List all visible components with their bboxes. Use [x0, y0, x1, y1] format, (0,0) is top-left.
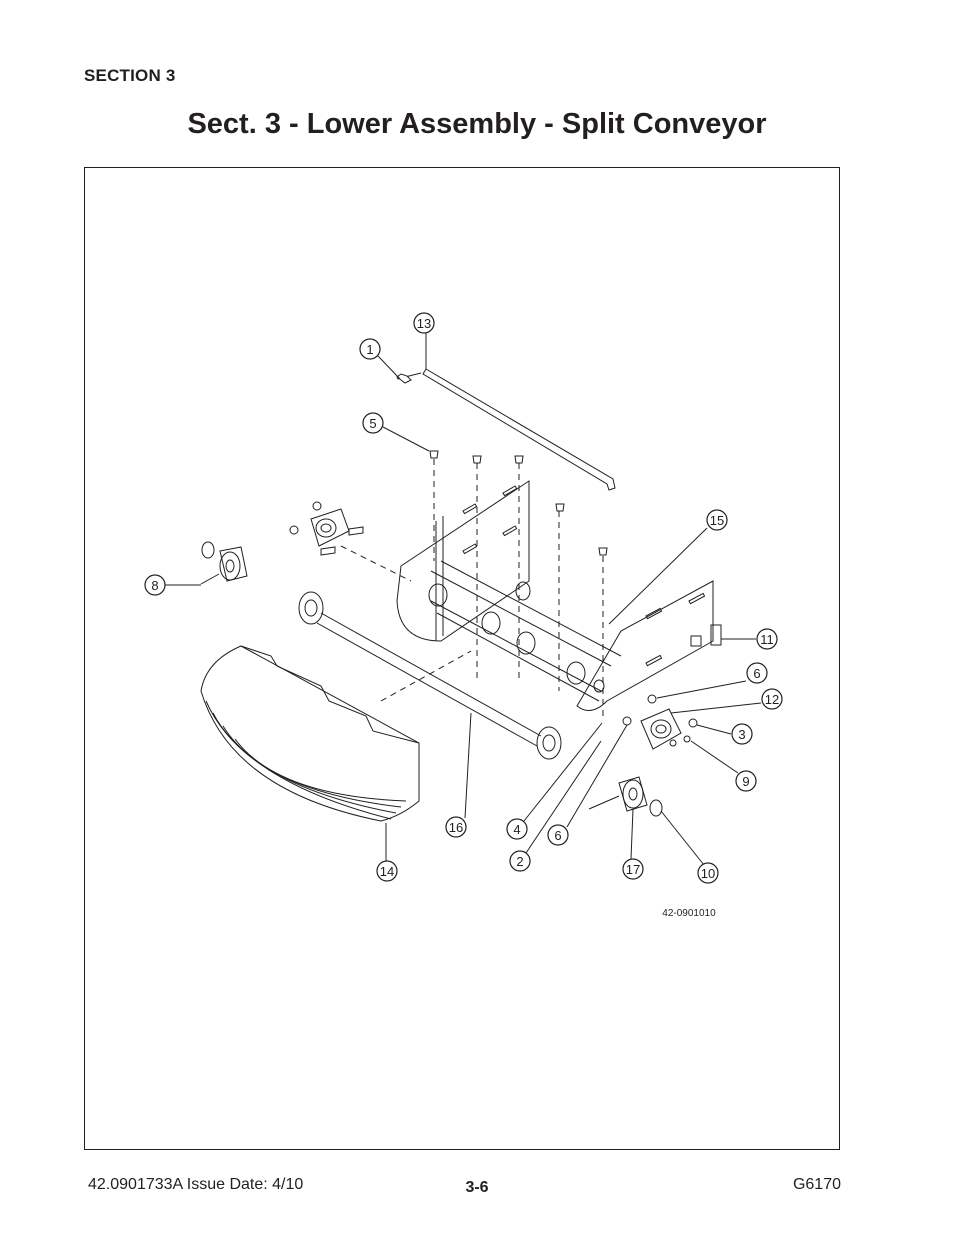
callout-leaders	[165, 332, 762, 866]
callout-2	[509, 850, 531, 872]
callout-label: 16	[449, 820, 463, 835]
callout-label: 3	[738, 727, 745, 742]
callout-6b	[547, 824, 569, 846]
callout-4	[506, 818, 528, 840]
frame-cross-members	[428, 560, 622, 702]
callout-5	[362, 412, 384, 434]
callout-label: 4	[513, 822, 520, 837]
callout-15	[706, 509, 728, 531]
callout-3	[731, 723, 753, 745]
callout-6a	[746, 662, 768, 684]
callout-11	[756, 628, 778, 650]
callout-label: 5	[369, 416, 376, 431]
callout-13	[413, 312, 435, 334]
callout-1	[359, 338, 381, 360]
right-side-plate	[576, 580, 722, 711]
left-idler-roller	[200, 541, 248, 585]
callout-9	[735, 770, 757, 792]
section-label: SECTION 3	[84, 66, 176, 85]
callout-labels: 1 2 3 4 5 6 6 8 9 10 11 12 13 14 15 16 1…	[151, 316, 779, 919]
callout-label: 11	[760, 632, 774, 647]
callout-label: 17	[626, 862, 640, 877]
right-flange-bearing	[622, 694, 698, 750]
callout-label: 9	[742, 774, 749, 789]
belt-guard	[200, 645, 420, 822]
drawing-number: 42-0901010	[662, 908, 716, 919]
callout-label: 6	[554, 828, 561, 843]
exploded-view-drawing: 1 2 3 4 5 6 6 8 9 10 11 12 13 14 15 16 1…	[144, 312, 783, 919]
callout-label: 2	[516, 854, 523, 869]
callout-17	[622, 858, 644, 880]
callout-label: 13	[417, 316, 431, 331]
bolts	[429, 450, 608, 556]
callout-12	[761, 688, 783, 710]
callout-label: 15	[710, 513, 724, 528]
exploded-view-figure: 1 2 3 4 5 6 6 8 9 10 11 12 13 14 15 16 1…	[84, 167, 840, 1150]
rod-part	[396, 368, 616, 491]
right-idler-roller	[588, 776, 663, 817]
bolt-lines	[340, 459, 604, 721]
page-title: Sect. 3 - Lower Assembly - Split Conveyo…	[187, 108, 767, 140]
callout-8	[144, 574, 166, 596]
callout-10	[697, 862, 719, 884]
callout-16	[445, 816, 467, 838]
callout-14	[376, 860, 398, 882]
callout-label: 1	[366, 342, 373, 357]
model-number: G6170	[792, 1176, 841, 1193]
drive-shaft	[298, 591, 562, 760]
callout-label: 10	[701, 866, 715, 881]
callout-circles	[144, 312, 783, 884]
left-side-plate	[396, 480, 530, 642]
callout-label: 14	[380, 864, 394, 879]
document-info: 42.0901733A Issue Date: 4/10	[88, 1176, 304, 1193]
callout-label: 12	[765, 692, 779, 707]
left-flange-bearing	[289, 501, 364, 556]
callout-label: 6	[753, 666, 760, 681]
callout-label: 8	[151, 578, 158, 593]
page-number: 3-6	[465, 1179, 489, 1196]
